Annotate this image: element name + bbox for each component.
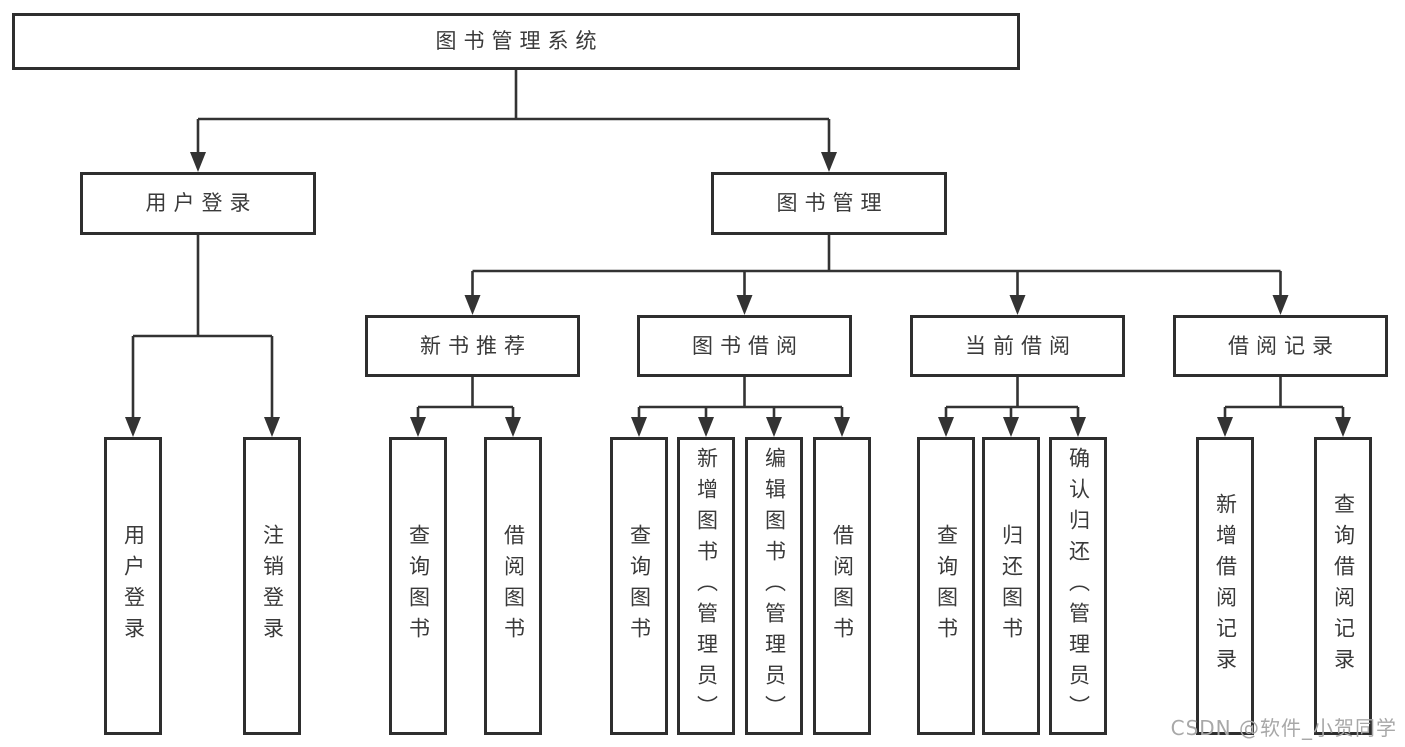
node-label: 当前借阅 (965, 333, 1077, 358)
node-bb-borrow-book: 借阅图书 (813, 437, 871, 735)
node-label: 注销登录 (260, 524, 285, 648)
node-borrow-records: 借阅记录 (1173, 315, 1388, 377)
node-label: 借阅图书 (830, 524, 855, 648)
node-bb-add-book: 新增图书（管理员） (677, 437, 735, 735)
node-book-mgmt: 图书管理 (711, 172, 947, 235)
node-label: 新增借阅记录 (1213, 493, 1238, 679)
node-br-add-record: 新增借阅记录 (1196, 437, 1254, 735)
csdn-watermark: CSDN @软件_小贺同学 (1170, 716, 1397, 740)
node-label: 用户登录 (121, 524, 146, 648)
node-new-book-rec: 新书推荐 (365, 315, 580, 377)
node-rec-query-book: 查询图书 (389, 437, 447, 735)
node-br-query-record: 查询借阅记录 (1314, 437, 1372, 735)
node-label: 查询图书 (627, 524, 652, 648)
node-label: 借阅记录 (1228, 333, 1340, 358)
node-root: 图书管理系统 (12, 13, 1020, 70)
node-cb-query-book: 查询图书 (917, 437, 975, 735)
node-label: 查询图书 (934, 524, 959, 648)
node-login: 用户登录 (104, 437, 162, 735)
node-label: 新增图书（管理员） (694, 446, 719, 726)
node-user-login: 用户登录 (80, 172, 316, 235)
node-label: 图书借阅 (692, 333, 804, 358)
node-label: 图书管理 (776, 191, 889, 215)
node-label: 借阅图书 (501, 524, 526, 648)
node-label: 用户登录 (145, 191, 258, 215)
node-label: 新书推荐 (420, 333, 532, 358)
node-cb-return-book: 归还图书 (982, 437, 1040, 735)
node-label: 归还图书 (999, 524, 1024, 648)
node-label: 编辑图书（管理员） (762, 446, 787, 726)
node-rec-borrow-book: 借阅图书 (484, 437, 542, 735)
node-bb-edit-book: 编辑图书（管理员） (745, 437, 803, 735)
node-label: 查询借阅记录 (1331, 493, 1356, 679)
node-logout: 注销登录 (243, 437, 301, 735)
node-label: 查询图书 (406, 524, 431, 648)
node-current-borrow: 当前借阅 (910, 315, 1125, 377)
node-bb-query-book: 查询图书 (610, 437, 668, 735)
node-label: 图书管理系统 (435, 29, 604, 53)
node-label: 确认归还（管理员） (1066, 446, 1091, 726)
node-book-borrow: 图书借阅 (637, 315, 852, 377)
node-cb-confirm-return: 确认归还（管理员） (1049, 437, 1107, 735)
